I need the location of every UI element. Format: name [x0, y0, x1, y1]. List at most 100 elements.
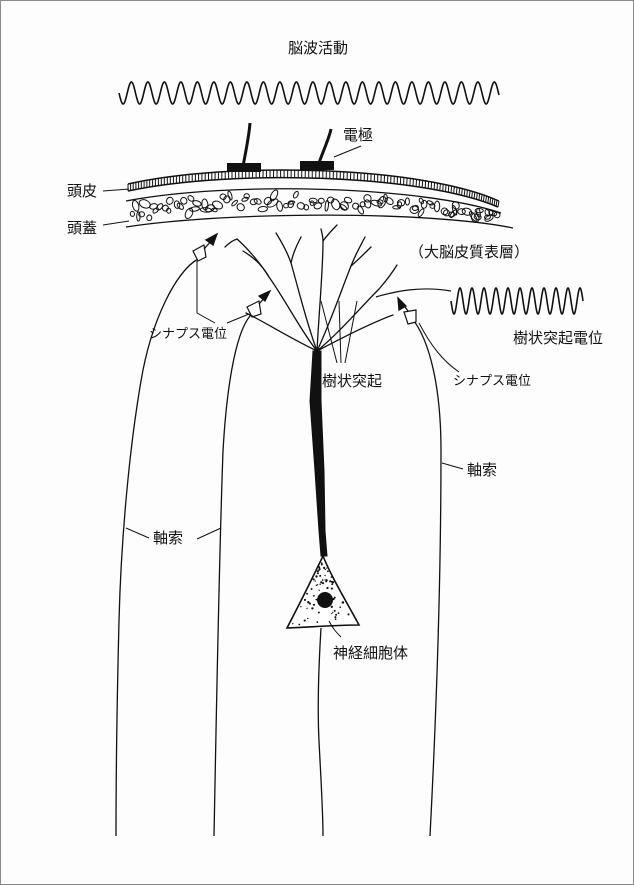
stipple-dot: [317, 584, 318, 585]
brain-wave-label: 脳波活動: [288, 39, 348, 57]
cell-body-label: 神経細胞体: [333, 644, 408, 662]
electrode-group: 電極: [227, 123, 373, 172]
scalp-hatch-line: [431, 182, 432, 189]
stipple-dot: [318, 612, 320, 614]
scalp-hatch-line: [469, 191, 470, 198]
dendrite-potential-label: 樹状突起電位: [513, 329, 603, 347]
stipple-dot: [331, 606, 333, 608]
stipple-dot: [307, 618, 308, 619]
axon-right-leader: [442, 463, 463, 469]
neuron-axon: [318, 628, 323, 836]
axon-left-outer: [116, 259, 198, 836]
stipple-dot: [334, 616, 336, 618]
electrode-pad-right: [300, 161, 334, 170]
skull-leader: [103, 221, 129, 225]
stipple-dot: [309, 603, 311, 605]
stipple-dot: [347, 613, 349, 615]
stipple-dot: [342, 601, 344, 603]
skull-bone-cell: [192, 200, 202, 207]
axon-left-label: 軸索: [153, 529, 183, 547]
skull-bone-cell: [250, 198, 258, 205]
stipple-dot: [316, 585, 318, 587]
skull-bone-cell: [130, 211, 135, 217]
stipple-dot: [324, 579, 325, 580]
stipple-dot: [306, 593, 308, 595]
stipple-dot: [315, 599, 317, 601]
skull-bone-cell: [384, 196, 394, 206]
scalp-hatch-line: [477, 193, 478, 199]
skull-bone-cell: [276, 201, 283, 212]
scalp-hatch-line: [481, 194, 482, 200]
stipple-dot: [327, 570, 329, 572]
stipple-dot: [311, 588, 313, 590]
electrode-label: 電極: [343, 126, 373, 144]
dendritic-tree: [225, 225, 397, 351]
stipple-dot: [319, 583, 321, 585]
stipple-dot: [332, 581, 334, 583]
skull-bone-cell: [241, 196, 249, 202]
stipple-dot: [304, 599, 306, 601]
skull-bone-cell: [405, 198, 409, 205]
skull-bone-cell: [236, 202, 246, 212]
skull-bone-cell: [176, 202, 185, 210]
scalp-hatch-line: [467, 190, 468, 197]
scalp-hatch-line: [440, 184, 441, 191]
scalp-leader: [103, 189, 129, 191]
stipple-dot: [331, 588, 333, 590]
stipple-dot: [318, 566, 320, 568]
scalp-hatch-line: [479, 194, 480, 200]
scalp-hatch-line: [419, 180, 420, 187]
stipple-dot: [326, 587, 328, 589]
skull-bone-cell: [184, 207, 195, 220]
stipple-dot: [315, 575, 317, 577]
stipple-dot: [300, 606, 301, 607]
dendrite-label: 樹状突起: [322, 372, 382, 390]
scalp-hatch-line: [464, 189, 465, 196]
axon-left-inner: [214, 313, 253, 836]
scalp-hatch-line: [456, 187, 457, 194]
stipple-dot: [311, 607, 313, 609]
stipple-dot: [335, 618, 337, 620]
skull-bone-cell: [258, 206, 268, 212]
dendrite-leaders: [321, 301, 357, 363]
stipple-dot: [322, 579, 324, 581]
cell-nucleus: [317, 592, 333, 608]
stipple-dot: [313, 578, 315, 580]
synapse-terminal-1: [193, 245, 206, 261]
dendrite-potential-wave: [451, 288, 583, 314]
stipple-dot: [319, 590, 320, 591]
electrode-leader: [334, 146, 361, 157]
stipple-dot: [318, 569, 320, 571]
stipple-dot: [338, 612, 340, 614]
scalp-hatch-line: [459, 188, 460, 195]
axon-right: [411, 317, 441, 836]
stipple-dot: [325, 569, 326, 570]
scalp-hatch-line: [448, 185, 449, 192]
skull-bone-cell: [330, 198, 341, 211]
stipple-dot: [334, 610, 336, 612]
scalp-hatch-line: [483, 195, 484, 201]
neuron-cell-body: [287, 556, 359, 628]
scalp-hatch-line: [434, 183, 435, 190]
stipple-dot: [326, 567, 327, 568]
skull-bone-cell: [303, 204, 309, 210]
eeg-wave: [119, 82, 499, 104]
stipple-dot: [313, 604, 315, 606]
scalp-hatch-line: [486, 196, 487, 202]
skull-bone-cell: [244, 193, 250, 198]
stipple-dot: [335, 614, 337, 616]
skull-bone-cell: [370, 199, 382, 207]
scalp-label: 頭皮: [67, 182, 97, 200]
scalp-hatch-line: [474, 192, 475, 199]
stipple-dot: [304, 620, 306, 622]
stipple-dot: [331, 576, 333, 578]
scalp-hatch-line: [454, 187, 455, 194]
cortex-label: （大脳皮質表層）: [409, 243, 529, 261]
stipple-dot: [315, 580, 316, 581]
stipple-dot: [317, 572, 319, 574]
stipple-dot: [334, 597, 336, 599]
stipple-dot: [331, 583, 333, 585]
stipple-dot: [325, 580, 327, 582]
stipple-dot: [292, 623, 293, 624]
